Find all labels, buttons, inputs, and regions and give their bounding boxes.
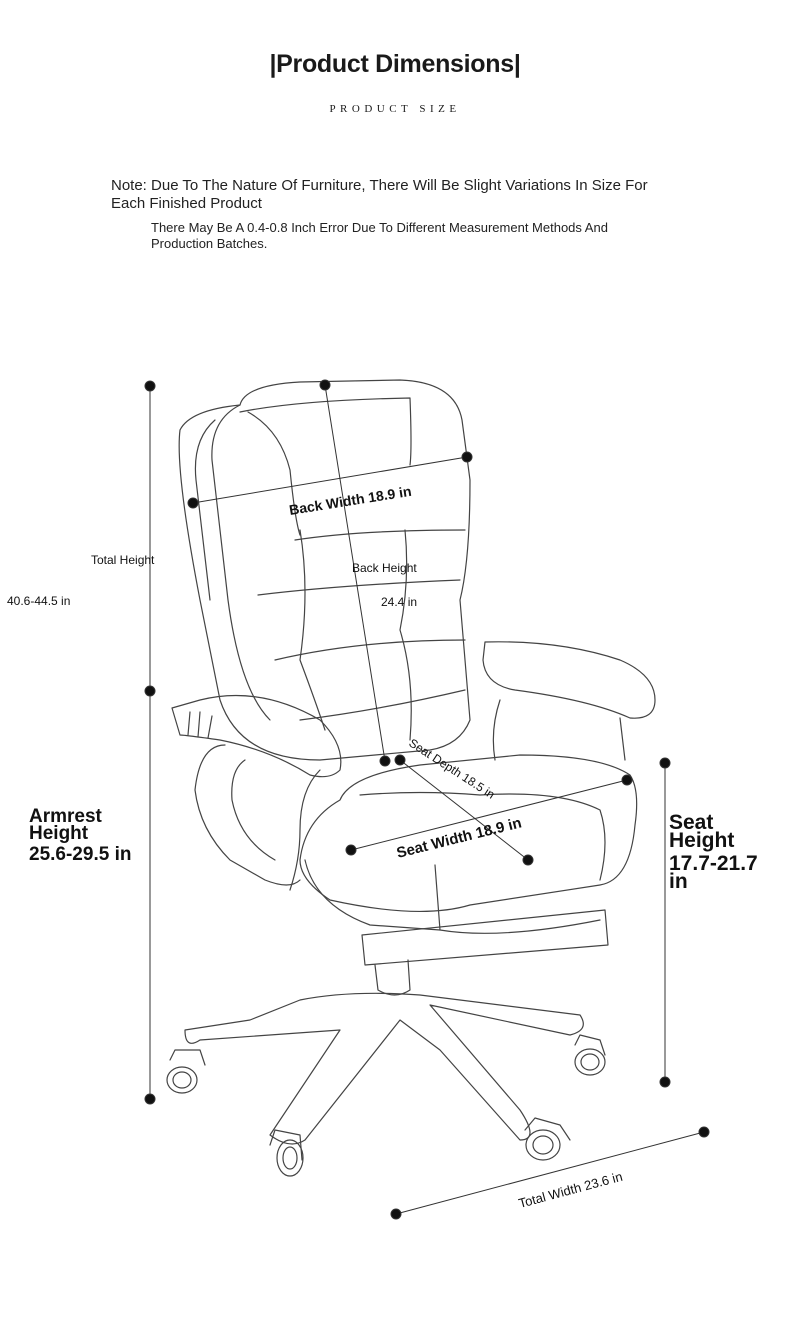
page-subtitle: PRODUCT SIZE (329, 103, 461, 115)
seat-height-value-line2: in (669, 870, 688, 893)
chair-outline (166, 379, 656, 1177)
page-title: |Product Dimensions| (269, 50, 521, 78)
seat-width-right-dot (621, 774, 633, 786)
seat-depth-label: Seat Depth 18.5 in (406, 736, 497, 802)
armrest-top-dot (144, 685, 156, 697)
total-width-label: Total Width 23.6 in (517, 1169, 624, 1211)
seat-depth-end-dot (522, 854, 534, 866)
total-width-line (395, 1131, 705, 1215)
seat-width-line (350, 779, 628, 851)
total-height-value: 40.6-44.5 in (7, 594, 71, 608)
measurement-lines (144, 379, 710, 1220)
total-height-label: Total Height (91, 553, 155, 567)
back-width-left-dot (187, 497, 199, 509)
back-height-bottom-dot (379, 755, 391, 767)
back-height-value: 24.4 in (381, 595, 418, 609)
error-note: There May Be A 0.4-0.8 Inch Error Due To… (151, 220, 608, 251)
back-height-top-dot (319, 379, 331, 391)
seat-height-value-line1: 17.7-21.7 (669, 852, 758, 875)
variation-note: Note: Due To The Nature Of Furniture, Th… (111, 177, 648, 212)
total-width-left-dot (390, 1208, 402, 1220)
total-height-bottom-dot (144, 1093, 156, 1105)
back-width-line (192, 456, 468, 504)
seat-width-left-dot (345, 844, 357, 856)
seat-height-label-line2: Height (669, 829, 735, 852)
seat-height-top-dot (659, 757, 671, 769)
seat-width-label: Seat Width 18.9 in (395, 814, 524, 862)
back-width-right-dot (461, 451, 473, 463)
seat-depth-line (399, 759, 529, 861)
armrest-height-label-line2: Height (29, 823, 89, 844)
total-width-right-dot (698, 1126, 710, 1138)
seat-depth-start-dot (394, 754, 406, 766)
seat-height-label-line1: Seat (669, 811, 714, 834)
armrest-height-label-line1: Armrest (29, 806, 102, 827)
seat-height-bottom-dot (659, 1076, 671, 1088)
back-height-label: Back Height (352, 561, 417, 575)
back-height-line (324, 384, 386, 762)
back-width-label: Back Width 18.9 in (288, 483, 413, 518)
total-height-top-dot (144, 380, 156, 392)
armrest-height-value: 25.6-29.5 in (29, 844, 132, 865)
